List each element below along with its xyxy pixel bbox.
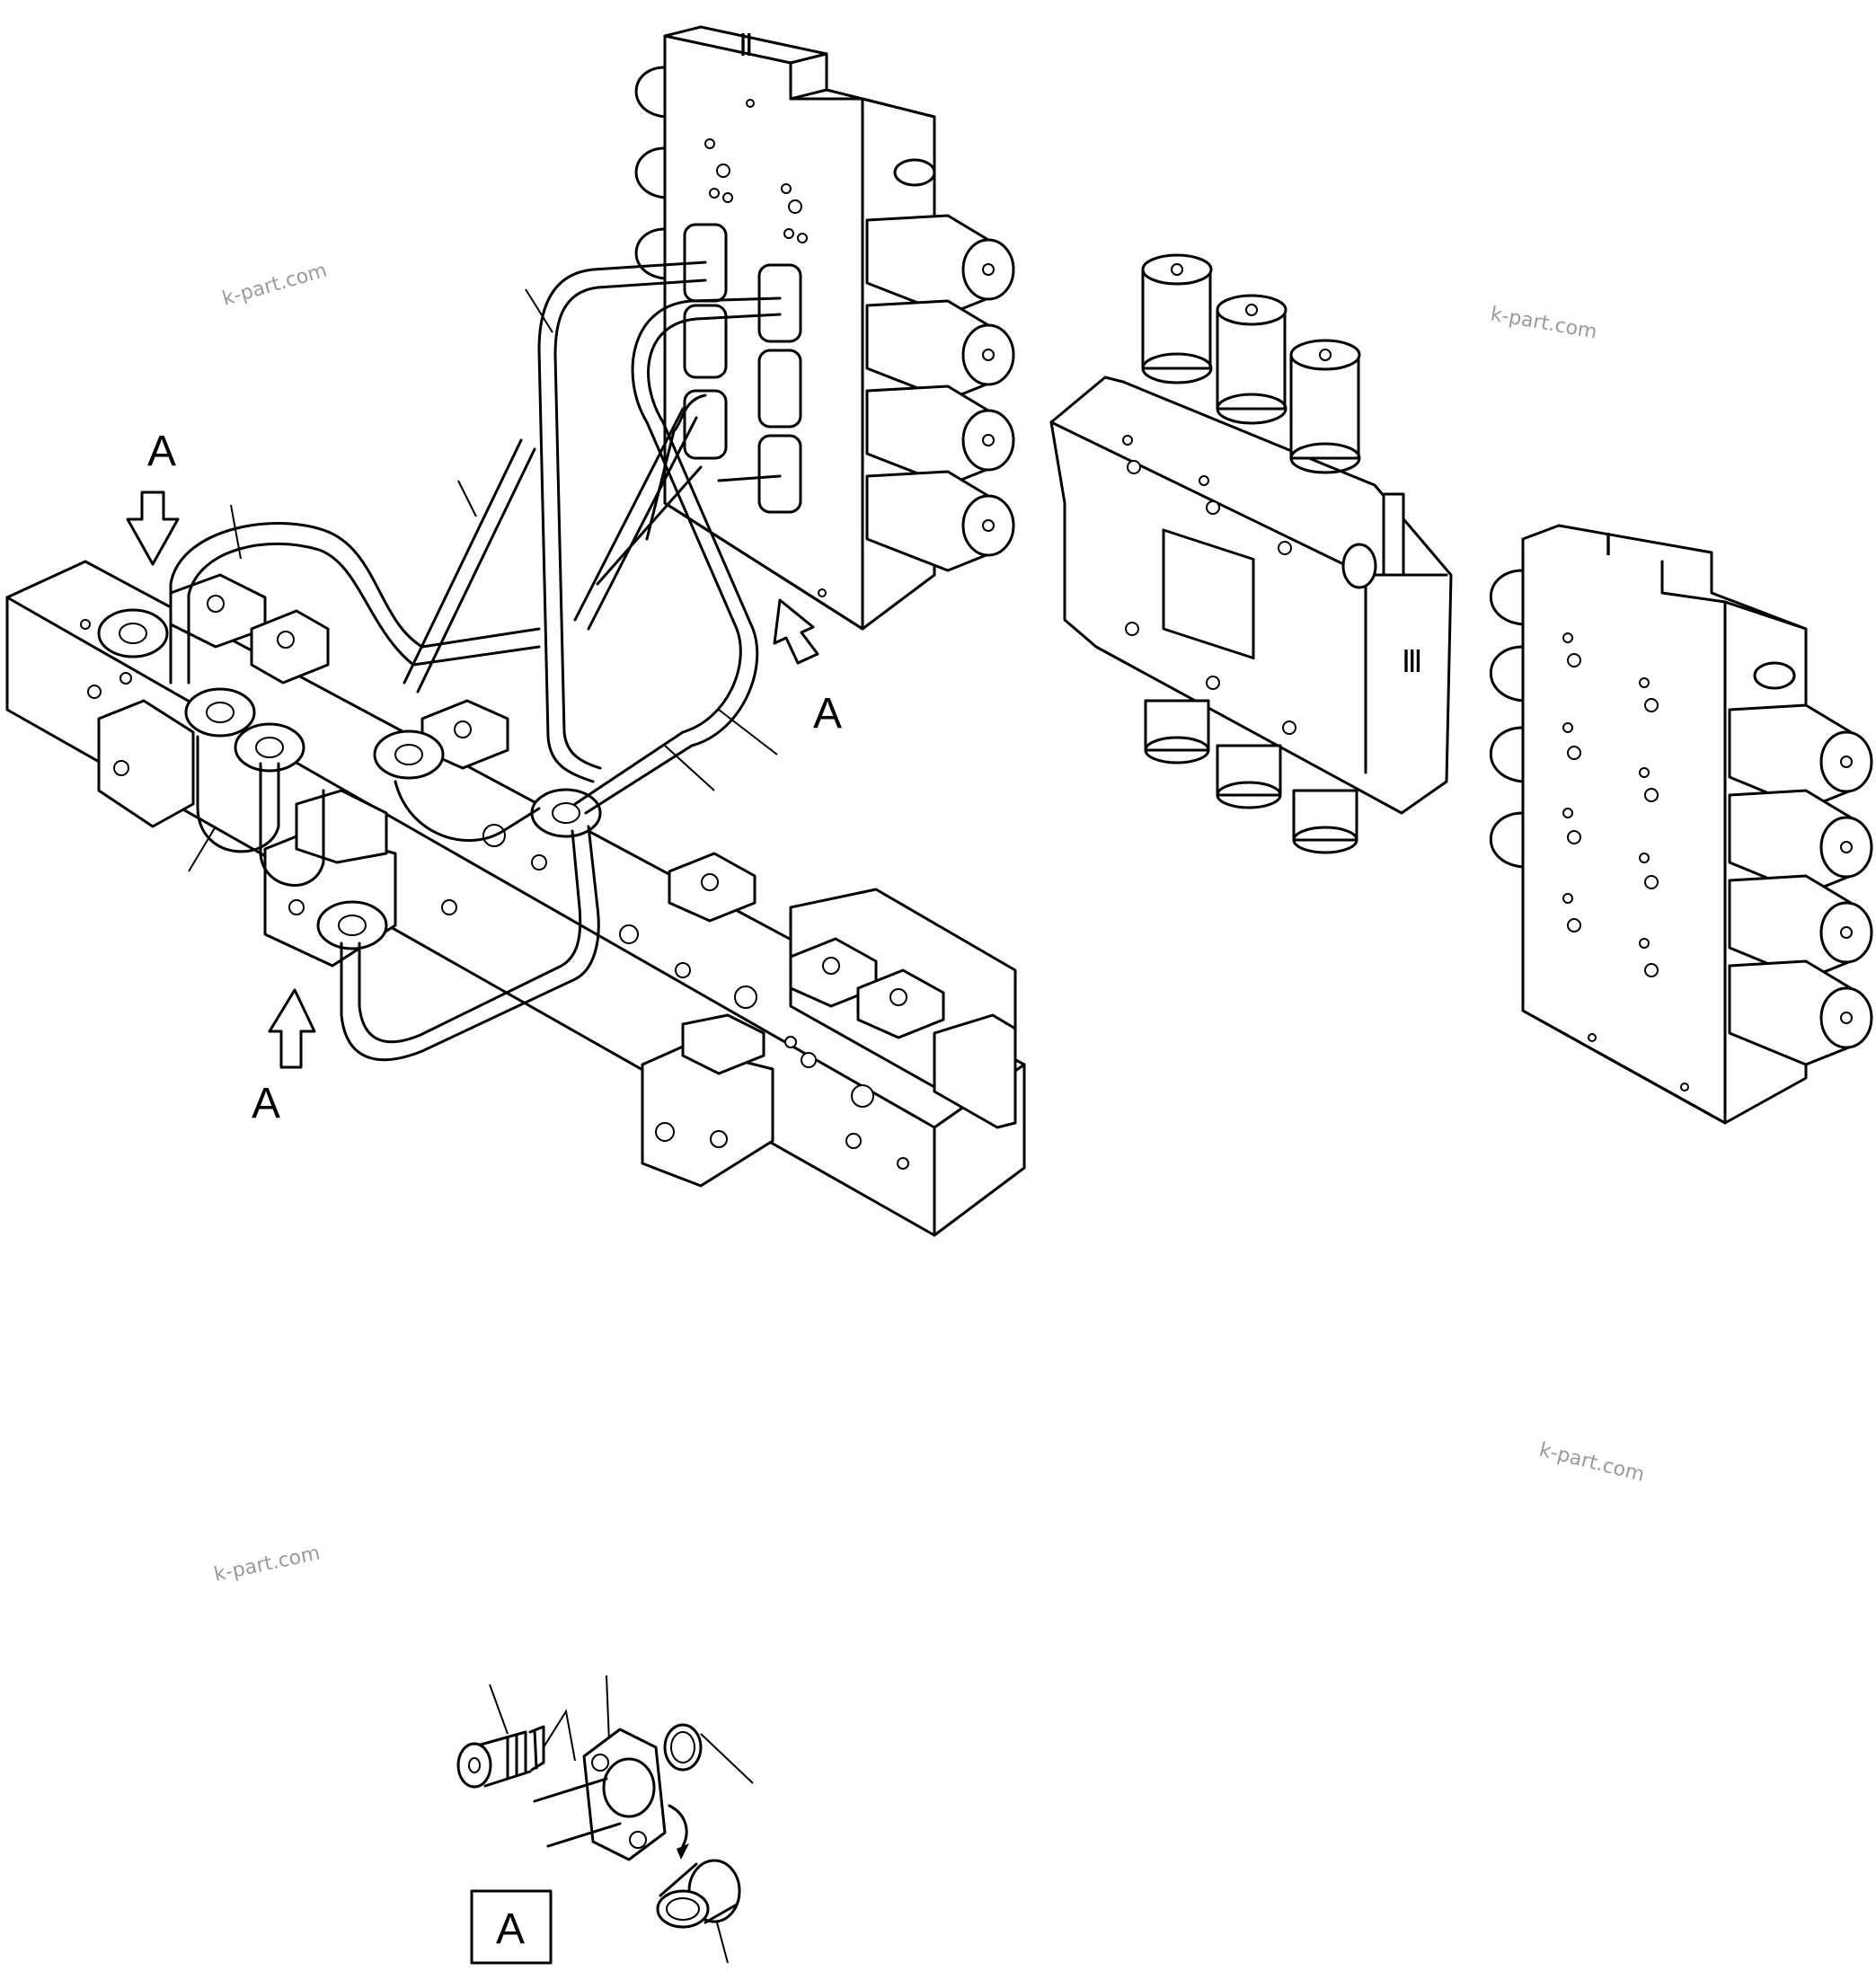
control-valve-1: Ⅰ bbox=[1489, 524, 1873, 1125]
detail-label-box bbox=[470, 1889, 553, 1965]
view-label-3: A bbox=[252, 1080, 280, 1127]
view-arrow-1: A bbox=[126, 428, 180, 566]
solenoid-row-valve-1 bbox=[1728, 703, 1873, 1066]
plug bbox=[656, 1859, 741, 1929]
watermark-1: k-part.com bbox=[220, 260, 330, 311]
detail-label: A bbox=[496, 1905, 525, 1953]
valve-label-1: Ⅰ bbox=[1604, 529, 1613, 562]
hydraulic-pipes bbox=[169, 261, 782, 1062]
valve-label-2: Ⅱ bbox=[739, 30, 754, 63]
port-flanges-valve-2 bbox=[683, 223, 802, 514]
view-label-1: A bbox=[147, 428, 176, 475]
leader-lines bbox=[188, 288, 778, 872]
view-arrow-3: A bbox=[252, 988, 316, 1127]
watermark-2: k-part.com bbox=[1489, 303, 1598, 343]
view-arrow-2: A bbox=[773, 598, 842, 738]
view-label-2: A bbox=[813, 690, 842, 738]
control-valve-2: Ⅱ bbox=[634, 25, 1015, 631]
solenoid-row-valve-3 bbox=[1141, 253, 1361, 474]
watermark-4: k-part.com bbox=[212, 1542, 322, 1587]
watermark-3: k-part.com bbox=[1537, 1439, 1647, 1487]
control-valve-3: Ⅲ bbox=[1049, 253, 1453, 854]
valve-label-3: Ⅲ bbox=[1402, 646, 1422, 679]
bolt bbox=[456, 1725, 545, 1789]
solenoid-row-valve-2 bbox=[865, 214, 1015, 572]
manifold-assembly bbox=[5, 560, 1026, 1237]
detail-a: A bbox=[456, 1675, 754, 1965]
manifold-port-flanges bbox=[97, 608, 602, 950]
split-flange bbox=[582, 1728, 667, 1861]
